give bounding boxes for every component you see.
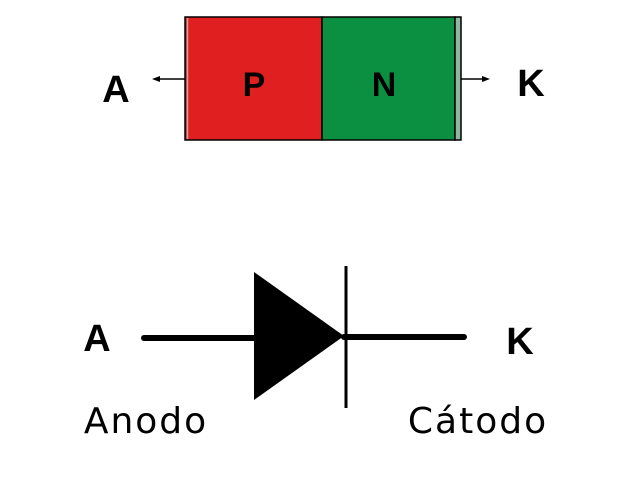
n-region <box>321 16 456 141</box>
diode-symbol: A K Anodo Cátodo <box>83 266 548 442</box>
pn-cathode-letter: K <box>517 63 545 105</box>
diode-triangle <box>254 272 344 400</box>
p-region <box>184 16 323 141</box>
pn-junction: P N A K <box>102 16 545 141</box>
cathode-band <box>454 16 462 141</box>
p-region-label: P <box>243 66 266 104</box>
diode-anode-letter: A <box>83 318 110 360</box>
cathode-name-label: Cátodo <box>408 401 548 442</box>
pn-cathode-arrowhead <box>482 76 490 82</box>
pn-anode-letter: A <box>102 69 129 111</box>
diode-cathode-letter: K <box>506 321 534 363</box>
pn-anode-arrowhead <box>152 76 160 82</box>
anode-name-label: Anodo <box>84 401 208 442</box>
n-region-label: N <box>372 66 397 104</box>
